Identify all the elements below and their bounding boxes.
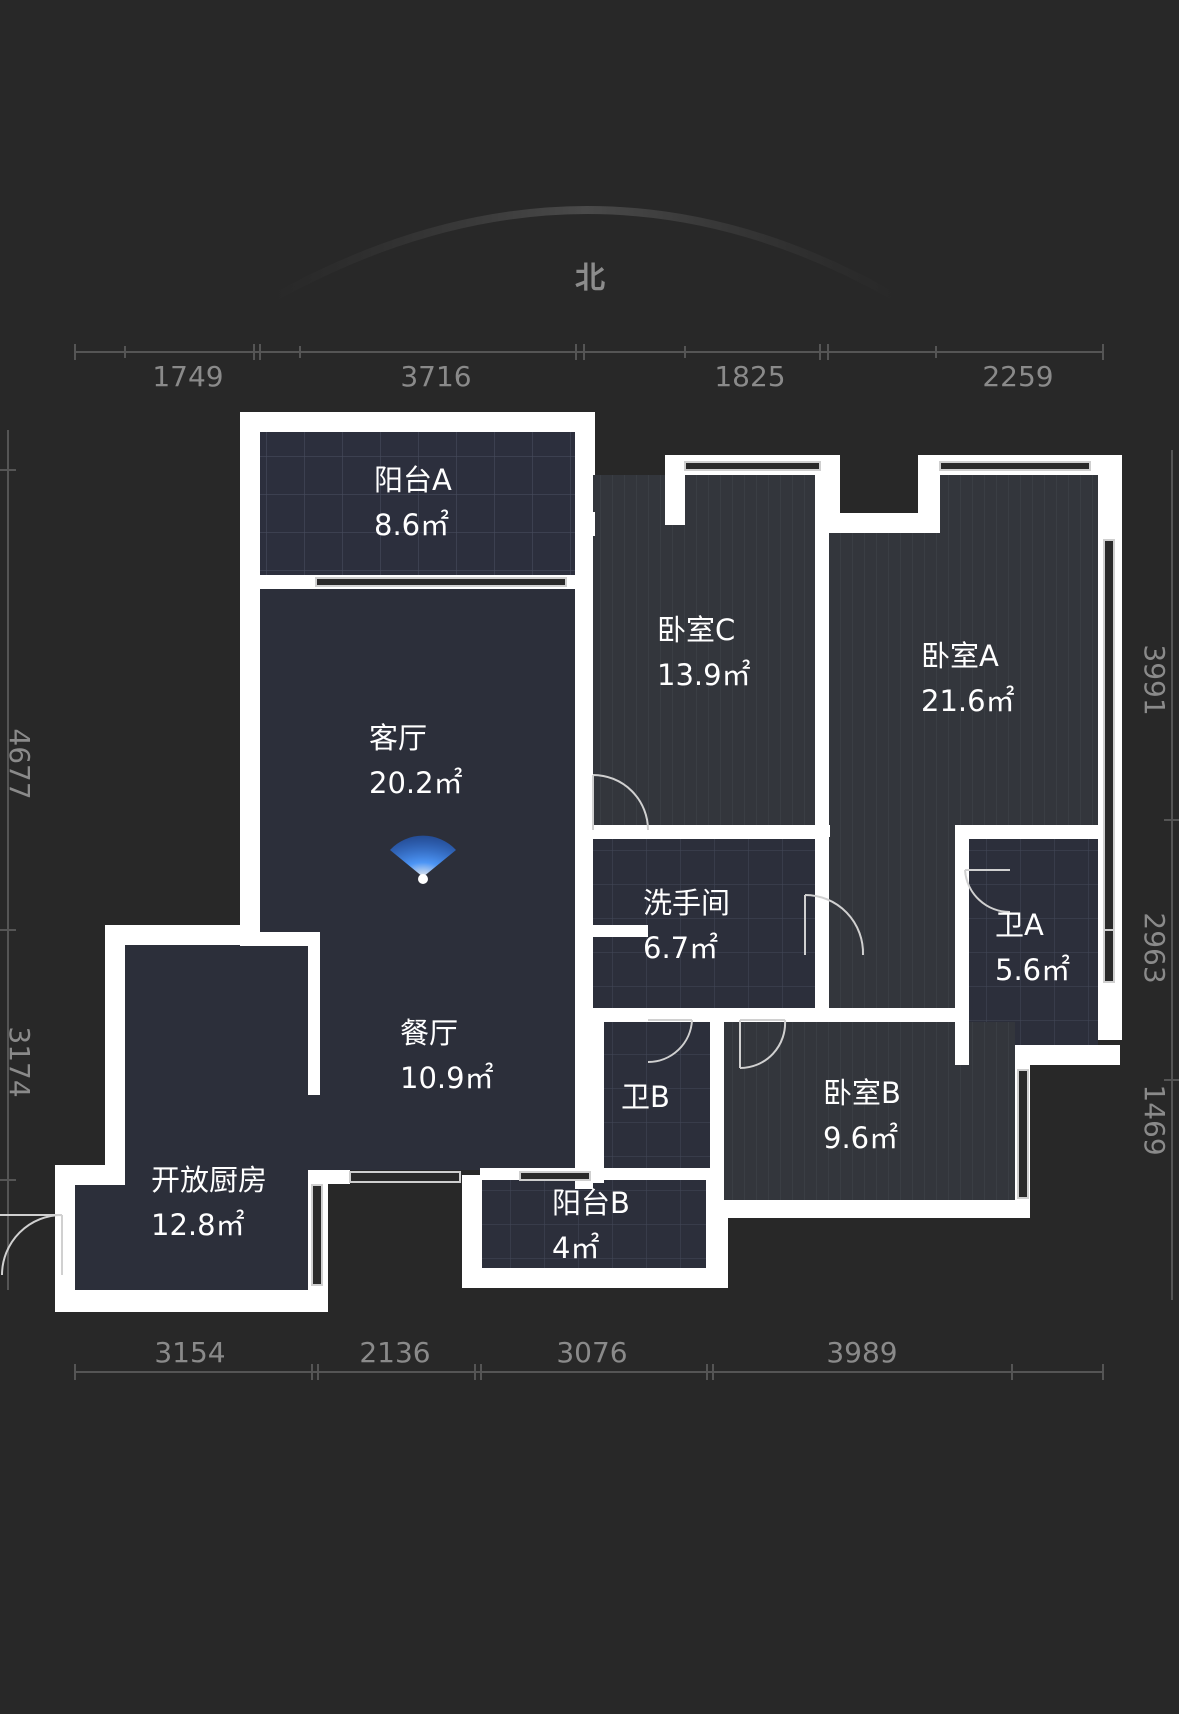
washroom-name: 洗手间 — [643, 886, 730, 920]
right-dimension-ruler — [1164, 450, 1179, 1300]
room-bedroom-a-floor — [829, 533, 1098, 825]
bottom-dimension-ruler — [74, 1364, 1104, 1380]
left-dimension-ruler — [0, 430, 16, 1290]
room-dining-floor-ext — [320, 945, 575, 1170]
room-bath-a-floor — [969, 839, 1098, 1045]
dim-bottom-3: 3076 — [556, 1336, 627, 1369]
kitchen-name: 开放厨房 — [151, 1163, 267, 1197]
dim-bottom-2: 2136 — [359, 1336, 430, 1369]
dim-left-2: 3174 — [3, 1026, 36, 1097]
room-bedroom-b-floor — [724, 1022, 1015, 1200]
bedroom-c-area: 13.9㎡ — [657, 658, 751, 692]
dim-top-1: 1749 — [152, 360, 223, 393]
room-bedroom-a-floor-lower — [829, 825, 955, 1008]
room-living-floor — [260, 589, 575, 932]
dining-area: 10.9㎡ — [400, 1061, 494, 1095]
bedroom-c-name: 卧室C — [657, 613, 735, 647]
compass-north-label: 北 — [575, 261, 605, 296]
bedroom-b-name: 卧室B — [823, 1076, 901, 1110]
dim-left-1: 4677 — [3, 728, 36, 799]
room-balcony-a-floor — [260, 432, 575, 575]
balcony-a-area: 8.6㎡ — [374, 508, 449, 542]
room-washroom-floor — [593, 839, 815, 1008]
living-area: 20.2㎡ — [369, 766, 463, 800]
room-bedroom-c-floor-top — [685, 475, 815, 520]
dim-top-3: 1825 — [714, 360, 785, 393]
living-name: 客厅 — [369, 721, 427, 755]
camera-view-indicator — [390, 835, 456, 884]
dim-right-2: 2963 — [1138, 912, 1171, 983]
windows — [311, 461, 1115, 1286]
bedroom-a-name: 卧室A — [921, 639, 999, 673]
dim-bottom-1: 3154 — [154, 1336, 225, 1369]
bath-a-name: 卫A — [995, 908, 1044, 942]
dim-top-4: 2259 — [982, 360, 1053, 393]
bedroom-a-area: 21.6㎡ — [921, 684, 1015, 718]
kitchen-area: 12.8㎡ — [151, 1208, 245, 1242]
balcony-b-area: 4㎡ — [552, 1231, 599, 1265]
dim-bottom-4: 3989 — [826, 1336, 897, 1369]
bedroom-b-area: 9.6㎡ — [823, 1121, 898, 1155]
compass-arc — [268, 206, 903, 304]
balcony-a-name: 阳台A — [374, 463, 452, 497]
bath-a-area: 5.6㎡ — [995, 953, 1070, 987]
dim-right-1: 3991 — [1138, 644, 1171, 715]
room-balcony-b-floor — [482, 1180, 706, 1268]
balcony-b-name: 阳台B — [552, 1186, 630, 1220]
room-kitchen-floor-ext — [75, 1185, 308, 1290]
bath-b-name: 卫B — [621, 1080, 670, 1114]
dim-right-3: 1469 — [1138, 1084, 1171, 1155]
doors — [0, 774, 1011, 1276]
top-dimension-ruler — [74, 344, 1104, 360]
room-bath-b-floor — [604, 1022, 710, 1170]
room-bedroom-c-floor — [593, 475, 815, 825]
dining-name: 餐厅 — [400, 1016, 458, 1050]
washroom-area: 6.7㎡ — [643, 931, 718, 965]
room-bedroom-a-floor-top — [940, 475, 1098, 533]
dim-top-2: 3716 — [400, 360, 471, 393]
